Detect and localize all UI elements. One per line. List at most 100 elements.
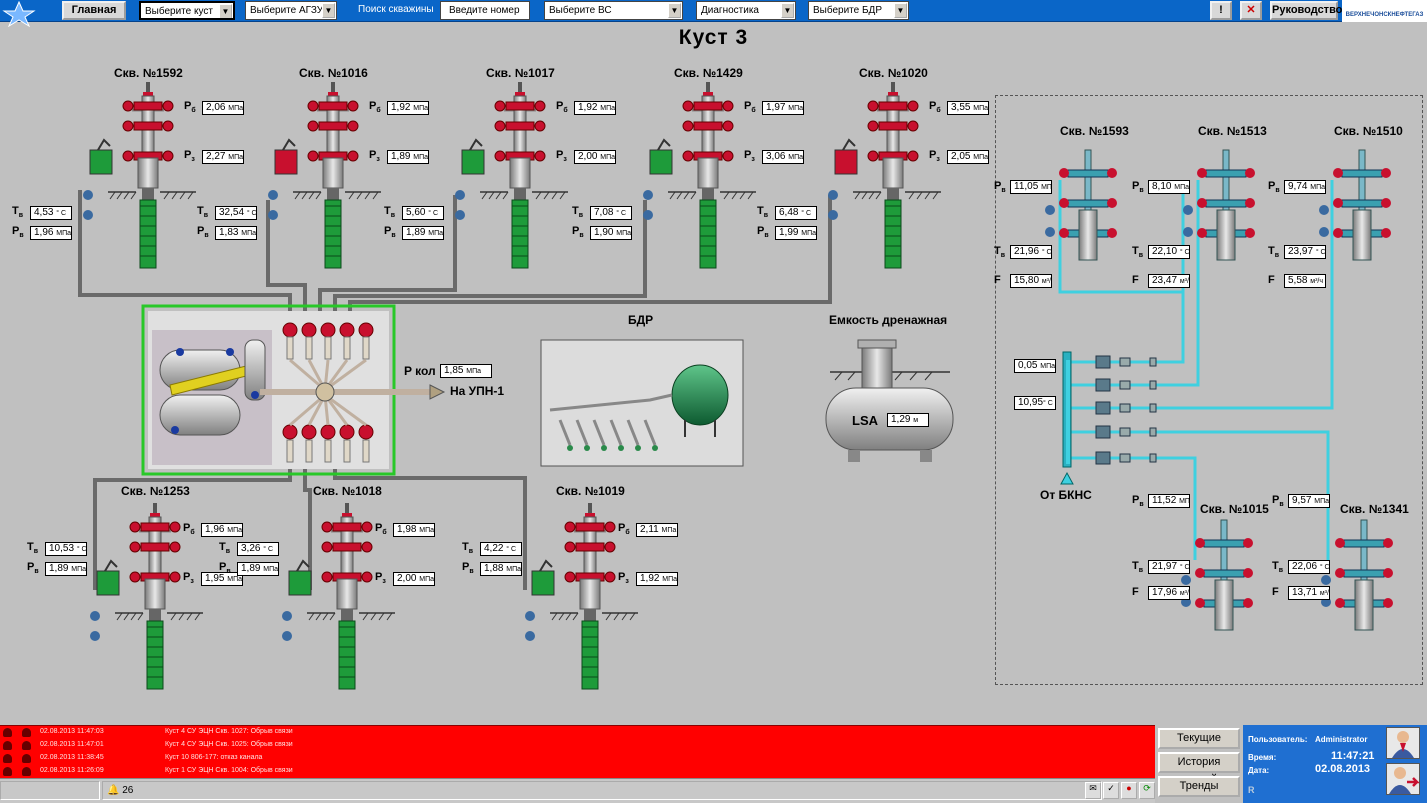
- close-button[interactable]: ✕: [1240, 1, 1262, 20]
- tv-value: 22,10 ° С: [1148, 245, 1190, 259]
- tv-value-unit: ° С: [428, 210, 439, 217]
- pz-label: Pз: [744, 149, 755, 163]
- pv-label-letter: P: [994, 180, 1002, 192]
- tv-value-number: 32,54: [219, 207, 245, 218]
- pb-label-sub: б: [191, 107, 196, 115]
- pv-label: Pв: [384, 225, 396, 239]
- pv-label-letter: P: [1268, 180, 1276, 192]
- pb-value-unit: МПа: [419, 527, 435, 534]
- pz-value: 2,05 МПа: [947, 150, 989, 164]
- pz-value: 2,27 МПа: [202, 150, 244, 164]
- bkns-label: От БКНС: [1040, 488, 1092, 502]
- pv-value: 1,89 МПа: [45, 562, 87, 576]
- well-search-input[interactable]: Введите номер: [440, 1, 530, 20]
- pz-value-number: 2,05: [951, 151, 971, 162]
- alarm-row[interactable]: 02.08.2013 11:47:03 Куст 4 СУ ЭЦН Скв. 10…: [0, 726, 1155, 739]
- tv-label-letter: T: [1132, 245, 1139, 257]
- well-name: Скв. №1592: [114, 66, 183, 80]
- pz-value-unit: МПа: [227, 576, 243, 583]
- pz-label-sub: з: [190, 578, 194, 586]
- pv-label-letter: P: [1132, 494, 1140, 506]
- pz-value-number: 1,92: [640, 573, 660, 584]
- pz-label: Pз: [618, 571, 629, 585]
- alarm-message: Куст 4 СУ ЭЦН Скв. 1027: Обрыв связи: [165, 728, 293, 735]
- pv-value-unit: МПа: [1310, 184, 1326, 191]
- tv-label-sub: в: [1274, 252, 1280, 260]
- ack-icon[interactable]: ✉: [1085, 782, 1101, 799]
- pz-label: Pз: [184, 149, 195, 163]
- pz-label-sub: з: [936, 156, 940, 164]
- pv-value: 1,89 МПа: [402, 226, 444, 240]
- pz-label-sub: з: [376, 156, 380, 164]
- production-well: [455, 82, 568, 269]
- tv-label-letter: T: [27, 541, 34, 553]
- tv-value: 5,60 ° С: [402, 206, 444, 220]
- tv-label: Tв: [384, 205, 395, 219]
- tv-value-number: 10,53: [49, 543, 75, 554]
- f-label: F: [1132, 274, 1139, 286]
- refresh-icon[interactable]: ⟳: [1139, 782, 1155, 799]
- pb-label-letter: P: [744, 100, 752, 112]
- company-logo: ВЕРХНЕЧОНСКНЕФТЕГАЗ: [1342, 0, 1427, 22]
- check-icon[interactable]: ✓: [1103, 782, 1119, 799]
- pz-value-unit: МПа: [600, 154, 616, 161]
- pv-label-sub: в: [1139, 501, 1144, 509]
- bkns-tk-number: 10,95: [1018, 397, 1044, 408]
- pb-value: 1,92 МПа: [574, 101, 616, 115]
- pkol-number: 1,85: [444, 365, 464, 376]
- bkns-tk-unit: ° С: [1043, 400, 1053, 407]
- pb-value-unit: МПа: [600, 105, 616, 112]
- pz-value-unit: МПа: [419, 576, 435, 583]
- pv-value-unit: МПа: [241, 230, 257, 237]
- pv-value-unit: МПа: [616, 230, 632, 237]
- agzu-select-value: Выберите АГЗУ: [250, 5, 324, 16]
- tv-value-unit: ° С: [616, 210, 627, 217]
- alarm-list[interactable]: 02.08.2013 11:47:03 Куст 4 СУ ЭЦН Скв. 10…: [0, 725, 1155, 778]
- well-name: Скв. №1593: [1060, 124, 1129, 138]
- agzu-select[interactable]: Выберите АГЗУ▼: [245, 1, 337, 20]
- pz-label-letter: P: [556, 149, 564, 161]
- pv-label-sub: в: [469, 568, 474, 576]
- tv-label-sub: в: [763, 212, 769, 220]
- pv-value-unit: МПа: [263, 566, 279, 573]
- tv-value-unit: ° С: [76, 546, 87, 553]
- pv-label-letter: P: [27, 561, 35, 573]
- kust-select[interactable]: Выберите куст▼: [139, 1, 235, 20]
- diagnostics-select[interactable]: Диагностика▼: [696, 1, 796, 20]
- current-alarms-button[interactable]: Текущие аварии: [1158, 728, 1240, 761]
- lsa-unit: м: [913, 417, 919, 424]
- user-avatar-icon[interactable]: [1386, 727, 1420, 759]
- pv-value-unit: МПа: [1314, 498, 1330, 505]
- bdr-select[interactable]: Выберите БДР▼: [808, 1, 909, 20]
- logout-avatar-icon[interactable]: [1386, 763, 1421, 795]
- pkol-value: 1,85 МПа: [440, 364, 492, 378]
- alarm-icon[interactable]: ●: [1121, 782, 1137, 799]
- trends-button[interactable]: Тренды: [1158, 776, 1240, 797]
- well-name: Скв. №1513: [1198, 124, 1267, 138]
- tv-label: Tв: [1132, 245, 1143, 259]
- pv-label-letter: P: [197, 225, 205, 237]
- tv-value-unit: ° С: [56, 210, 67, 217]
- pz-label: Pз: [375, 571, 386, 585]
- pv-label: Pв: [1132, 494, 1144, 508]
- production-well: [282, 503, 395, 690]
- f-value: 5,58 м³/ч: [1284, 274, 1326, 288]
- bkns-pk-unit: МПа: [1040, 363, 1056, 370]
- pb-value-number: 1,92: [578, 102, 598, 113]
- home-button[interactable]: Главная: [62, 1, 126, 20]
- alarm-bell-icon: [22, 741, 31, 750]
- tv-value-number: 5,60: [406, 207, 426, 218]
- alarm-history-button[interactable]: История аварий: [1158, 752, 1240, 785]
- alarm-time: 02.08.2013 11:47:03: [40, 728, 104, 735]
- info-button[interactable]: !: [1210, 1, 1232, 20]
- chevron-down-icon: ▼: [322, 3, 335, 18]
- management-button[interactable]: Руководство: [1270, 1, 1342, 20]
- vs-select[interactable]: Выберите ВС▼: [544, 1, 683, 20]
- bdr-title: БДР: [628, 313, 654, 327]
- pv-label: Pв: [572, 225, 584, 239]
- pz-label-letter: P: [618, 571, 626, 583]
- tv-value-number: 7,08: [594, 207, 614, 218]
